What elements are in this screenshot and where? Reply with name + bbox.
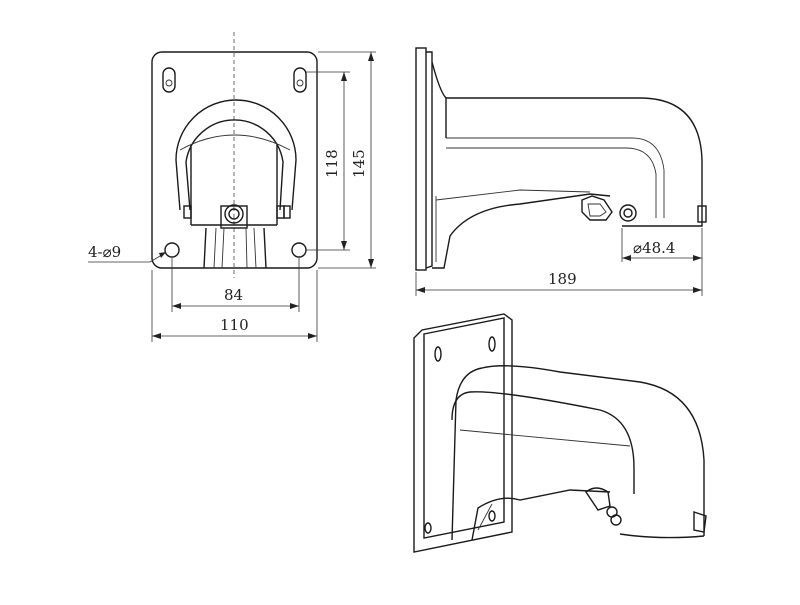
arm-inner-line	[446, 137, 665, 218]
iso-hole-left	[424, 522, 432, 534]
keyhole-slot-right	[293, 67, 307, 93]
iso-arm-end	[619, 533, 705, 539]
side-view: ⌀48.4 189	[415, 47, 707, 296]
dim-189: 189	[415, 262, 703, 296]
dim-48-4: ⌀48.4	[621, 228, 703, 262]
dim-145-label: 145	[350, 149, 368, 178]
side-plate	[415, 47, 427, 271]
iso-keyhole-right	[488, 336, 496, 352]
dim-110: 110	[151, 270, 318, 342]
side-screw	[619, 204, 637, 222]
iso-hole-right	[488, 510, 496, 522]
dim-84: 84	[171, 258, 300, 312]
dim-118: 118	[306, 71, 350, 251]
iso-arm-bottom	[471, 489, 611, 541]
iso-keyhole-left	[434, 346, 442, 362]
keyhole-slot-left	[162, 67, 176, 93]
dim-189-label: 189	[548, 270, 577, 288]
mounting-hole-left	[164, 242, 180, 258]
iso-bracket	[585, 487, 611, 511]
hole-spec-label: 4-⌀9	[88, 243, 121, 261]
iso-plate-back	[413, 313, 513, 553]
iso-arm-inner	[451, 391, 635, 494]
dim-84-label: 84	[224, 286, 243, 304]
dim-48-4-label: ⌀48.4	[633, 239, 675, 257]
side-flange	[425, 51, 433, 269]
iso-arm-top	[451, 365, 705, 541]
dim-118-label: 118	[323, 149, 341, 178]
lock-bracket	[581, 195, 613, 221]
arm-bottom-profile	[432, 193, 611, 269]
front-view: 4-⌀9 84 110 118	[88, 32, 376, 342]
mounting-plate	[151, 51, 318, 269]
arm-top-profile	[431, 61, 703, 227]
isometric-view	[413, 313, 707, 553]
dim-110-label: 110	[220, 316, 249, 334]
side-tab	[697, 205, 707, 223]
mounting-hole-right	[291, 242, 307, 258]
arm-cross-section	[175, 99, 297, 269]
dim-145: 145	[318, 51, 376, 269]
iso-side-tab	[693, 511, 707, 533]
iso-plate-front	[423, 317, 505, 539]
